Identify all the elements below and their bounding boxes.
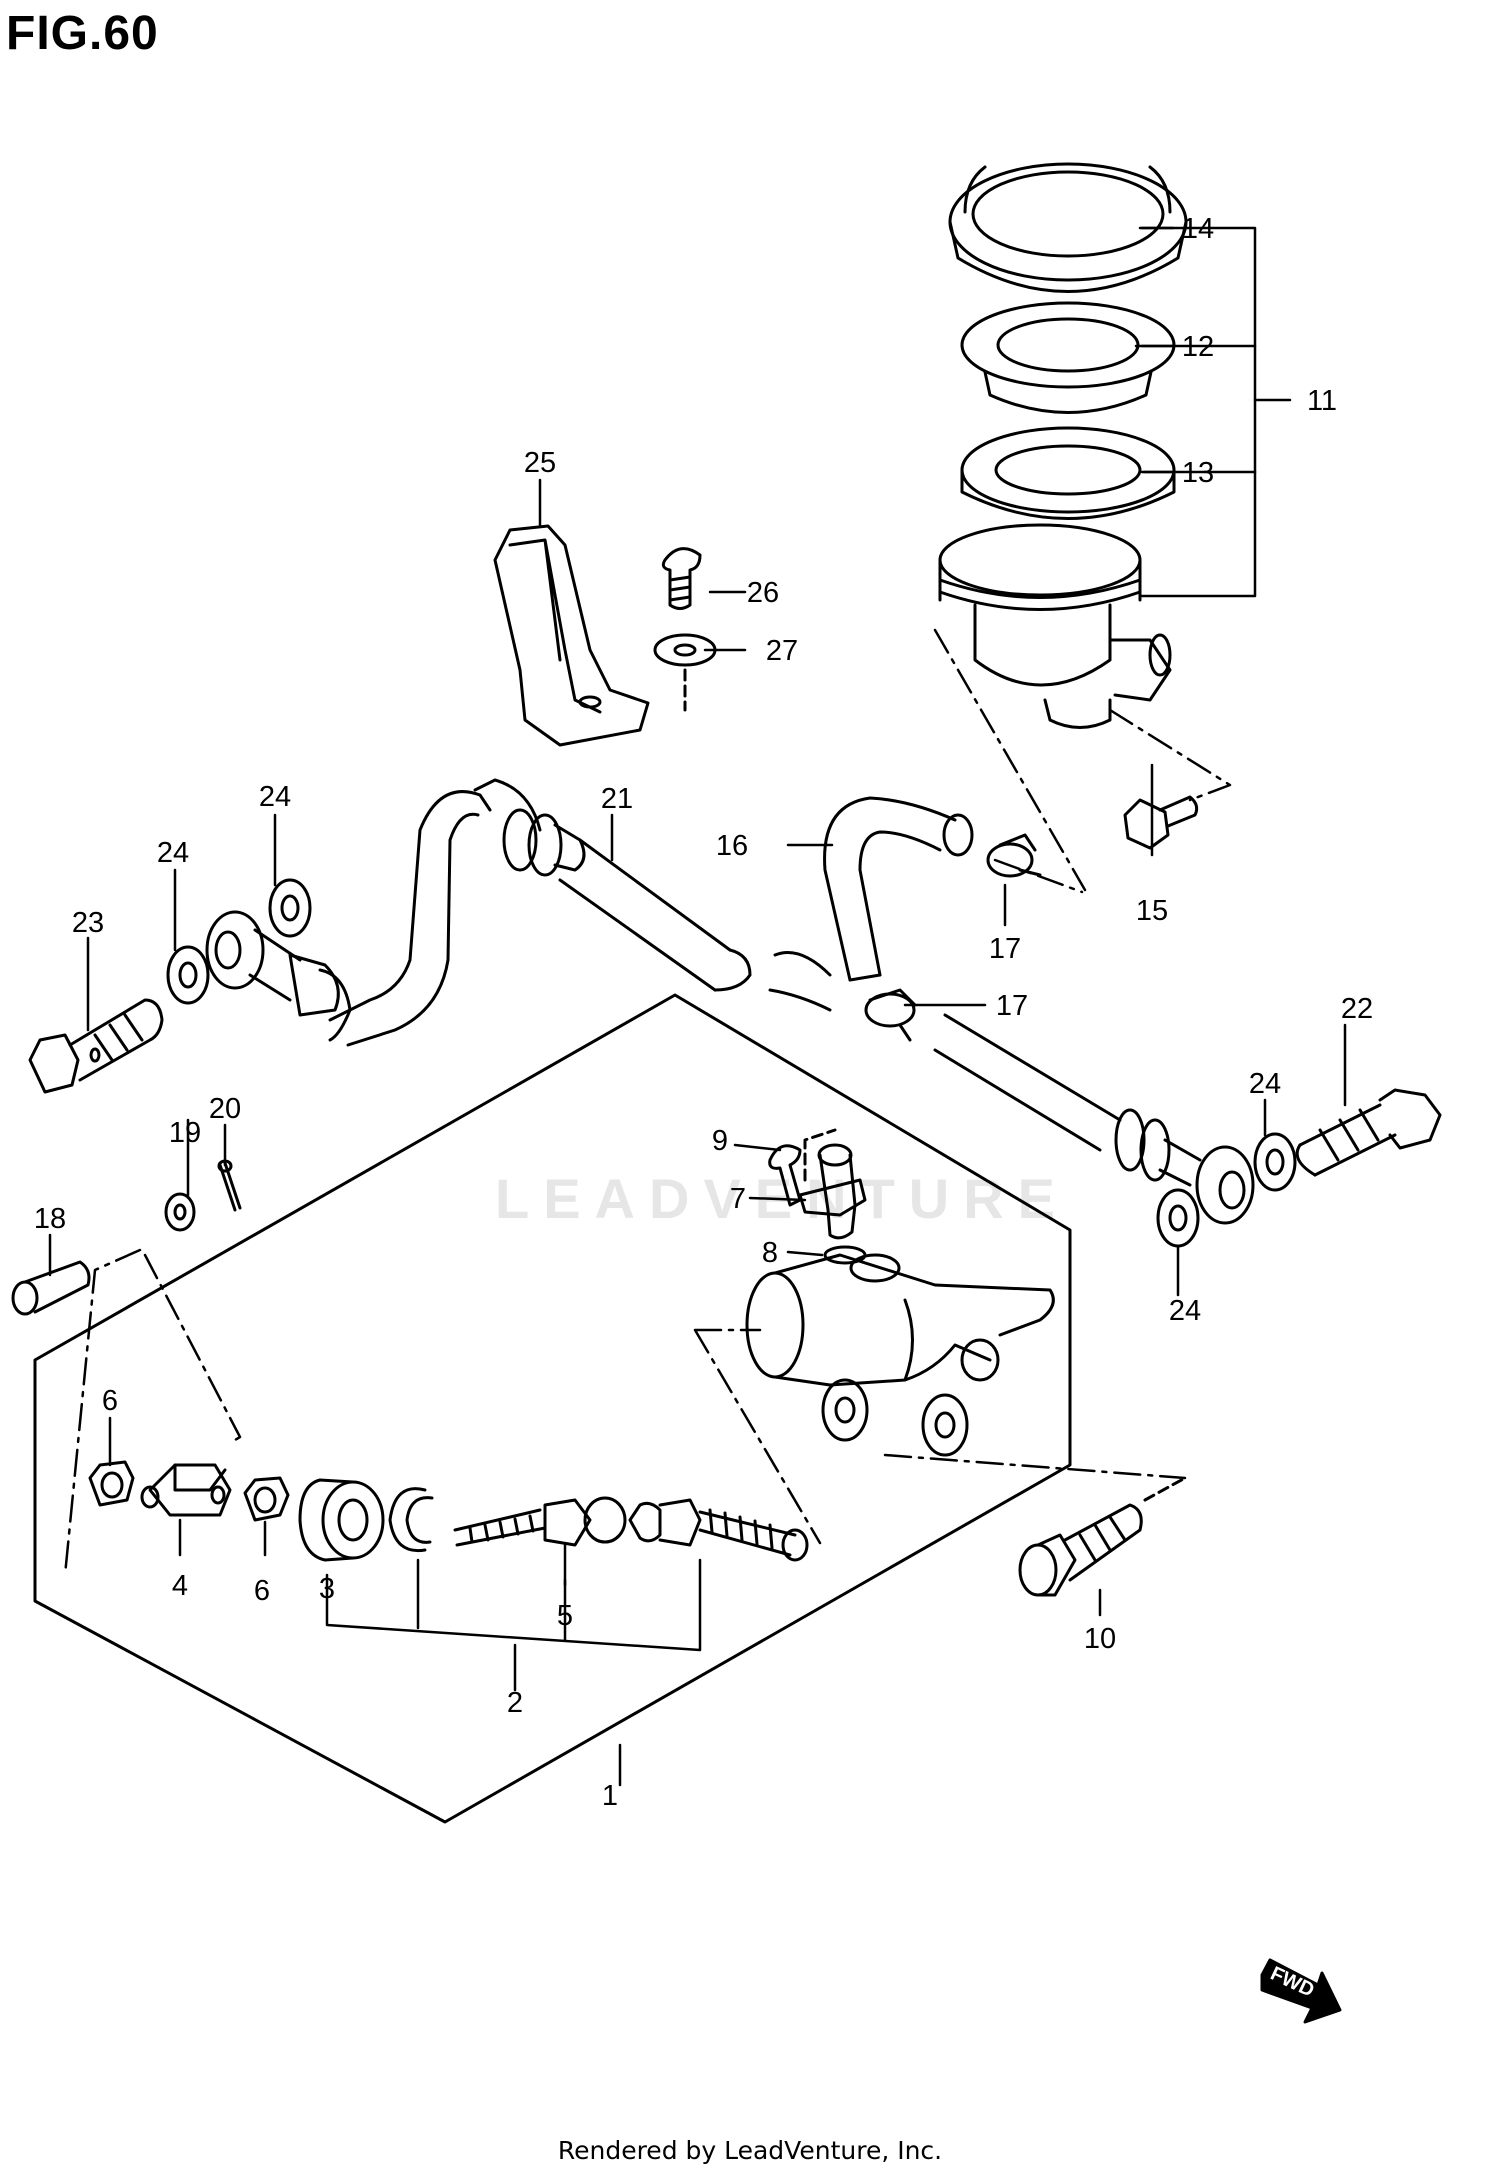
part-label-24a: 24 [259,781,291,813]
nut-6-part-b [243,1476,290,1522]
screw-26-part [661,547,702,610]
part-label-6a: 6 [102,1385,118,1417]
reservoir-body-part [938,523,1172,729]
part-label-10: 10 [1084,1623,1116,1655]
hose-right-part [933,1013,1255,1225]
piston-spring-part [628,1498,809,1562]
part-label-9: 9 [712,1125,728,1157]
part-label-21: 21 [601,783,633,815]
figure-title: FIG.60 [6,7,159,60]
part-label-24c: 24 [1249,1068,1281,1100]
washer-19-part [164,1192,196,1232]
part-label-20: 20 [209,1093,241,1125]
clamp-17-part-b [864,988,917,1042]
part-label-3: 3 [319,1573,335,1605]
part-label-22: 22 [1341,993,1373,1025]
group-bracket-2 [325,1558,702,1692]
circlip-part [388,1487,434,1553]
part-label-15: 15 [1136,895,1168,927]
part-label-18: 18 [34,1203,66,1235]
hose-21-part [328,778,752,1047]
group-bracket-11 [1140,226,1292,598]
part-label-24b: 24 [157,837,189,869]
washer-24-part-c [1253,1132,1297,1192]
leader-dash-9 [803,1128,837,1182]
clamp-17-part-a [986,833,1042,878]
washer-24-part-a [268,878,312,938]
leader-dash-10 [1143,1476,1187,1502]
part-label-25: 25 [524,447,556,479]
screw-9-part [768,1144,802,1207]
nut-6-part-a [88,1460,135,1507]
part-label-13: 13 [1182,457,1214,489]
leader-lines [48,226,1347,1617]
connector-7-part [798,1143,867,1240]
part-label-6b: 6 [254,1575,270,1607]
leader-dashes [933,628,1232,894]
diaphragm-part [960,301,1176,414]
part-label-17b: 17 [996,990,1028,1022]
part-label-23: 23 [72,907,104,939]
part-label-5: 5 [557,1600,573,1632]
boot-3-part [298,1478,385,1562]
union-bolt-23-part [28,998,164,1094]
leader-dashes-lower [63,1248,1187,1577]
part-label-1: 1 [602,1780,618,1812]
part-label-24d: 24 [1169,1295,1201,1327]
master-cylinder-body [745,1253,1055,1457]
fwd-arrow: FWD [1260,1958,1342,2024]
part-label-16: 16 [716,830,748,862]
part-label-14: 14 [1182,213,1214,245]
bracket-25-part [493,524,650,747]
part-label-2: 2 [507,1687,523,1719]
part-label-4: 4 [172,1570,188,1602]
part-label-7: 7 [730,1183,746,1215]
part-label-12: 12 [1182,331,1214,363]
part-label-8: 8 [762,1237,778,1269]
pin-18-part [11,1260,91,1316]
washer-24-part-b [166,945,210,1005]
washer-24-part-d [1156,1188,1200,1248]
part-label-11: 11 [1307,385,1337,417]
cotter-pin-20-part [217,1159,242,1212]
hose-16-part [768,796,974,1012]
pushrod-5-part [453,1496,627,1547]
part-label-19: 19 [169,1117,201,1149]
union-bolt-22-part [1295,1088,1442,1177]
footer-credit: Rendered by LeadVenture, Inc. [557,2136,943,2165]
clevis-4-part [140,1463,232,1517]
plate-part [960,426,1176,520]
bolt-10-part [1018,1503,1143,1597]
reservoir-cap-part [948,162,1188,293]
banjo-fitting-left [205,910,352,1042]
part-label-26: 26 [747,577,779,609]
part-label-27: 27 [766,635,798,667]
assembly-outline [33,993,1072,1824]
part-label-17a: 17 [989,933,1021,965]
bolt-15-part [1123,795,1199,850]
